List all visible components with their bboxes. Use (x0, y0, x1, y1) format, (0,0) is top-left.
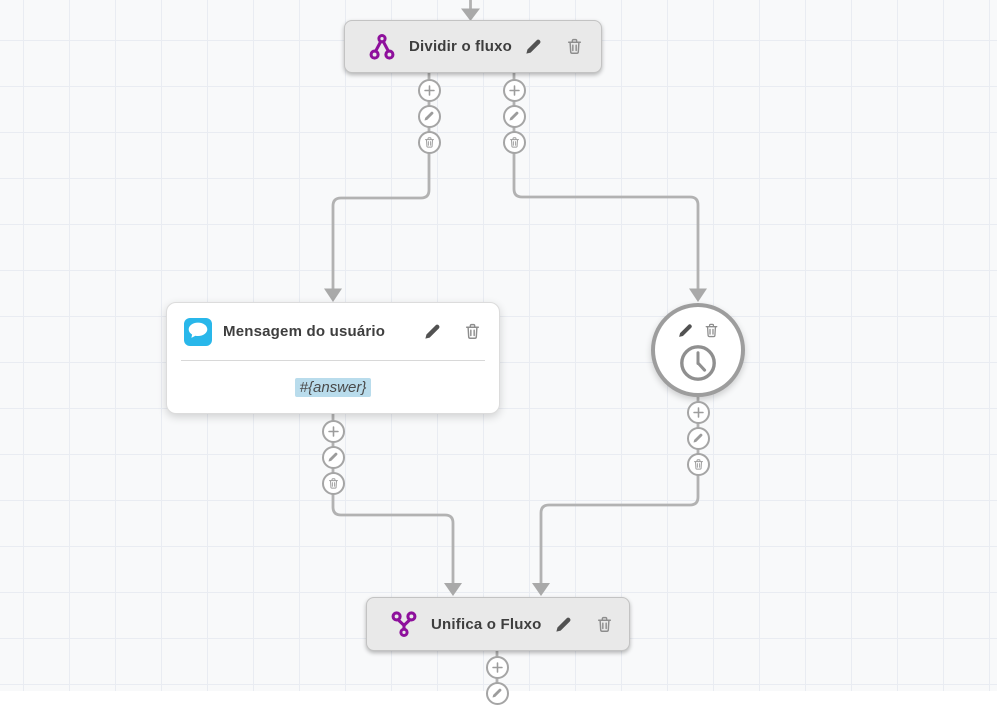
connector-timer-to-merge (532, 397, 700, 596)
edit-node-button[interactable] (554, 615, 573, 634)
clock-icon (678, 343, 718, 383)
node-merge-flow[interactable]: Unifica o Fluxo (366, 597, 630, 651)
node-title: Dividir o fluxo (409, 38, 513, 55)
connector-incoming-top (461, 0, 480, 21)
connector-divider-to-message (324, 73, 431, 302)
connector-message-to-merge (331, 414, 462, 596)
node-timer[interactable] (651, 303, 745, 397)
edit-condition-button[interactable] (686, 426, 710, 450)
edit-node-button[interactable] (524, 37, 543, 56)
edit-condition-button[interactable] (485, 681, 509, 705)
edit-node-button[interactable] (423, 322, 442, 341)
node-body: #{answer} (167, 361, 499, 413)
delete-node-button[interactable] (595, 615, 614, 634)
node-user-message[interactable]: Mensagem do usuário #{answer} (166, 302, 500, 414)
delete-connection-button[interactable] (686, 452, 710, 476)
node-divider-line (181, 360, 485, 361)
edit-node-button[interactable] (677, 322, 694, 339)
delete-node-button[interactable] (703, 322, 720, 339)
node-title: Mensagem do usuário (223, 323, 386, 340)
connector-divider-to-timer (512, 73, 707, 302)
add-action-button[interactable] (417, 78, 441, 102)
chat-bubble-icon (184, 317, 212, 346)
delete-node-button[interactable] (565, 37, 584, 56)
variable-chip[interactable]: #{answer} (294, 377, 372, 397)
delete-connection-button[interactable] (321, 471, 345, 495)
split-icon (367, 32, 397, 62)
node-split-flow[interactable]: Dividir o fluxo (344, 20, 602, 73)
node-title: Unifica o Fluxo (431, 615, 542, 633)
delete-connection-button[interactable] (417, 130, 441, 154)
add-action-button[interactable] (502, 78, 526, 102)
add-action-button[interactable] (485, 655, 509, 679)
node-header: Mensagem do usuário (167, 303, 499, 360)
merge-icon (389, 609, 419, 639)
delete-node-button[interactable] (463, 322, 482, 341)
edit-condition-button[interactable] (321, 445, 345, 469)
delete-connection-button[interactable] (502, 130, 526, 154)
edit-condition-button[interactable] (417, 104, 441, 128)
edit-condition-button[interactable] (502, 104, 526, 128)
add-action-button[interactable] (686, 400, 710, 424)
add-action-button[interactable] (321, 419, 345, 443)
